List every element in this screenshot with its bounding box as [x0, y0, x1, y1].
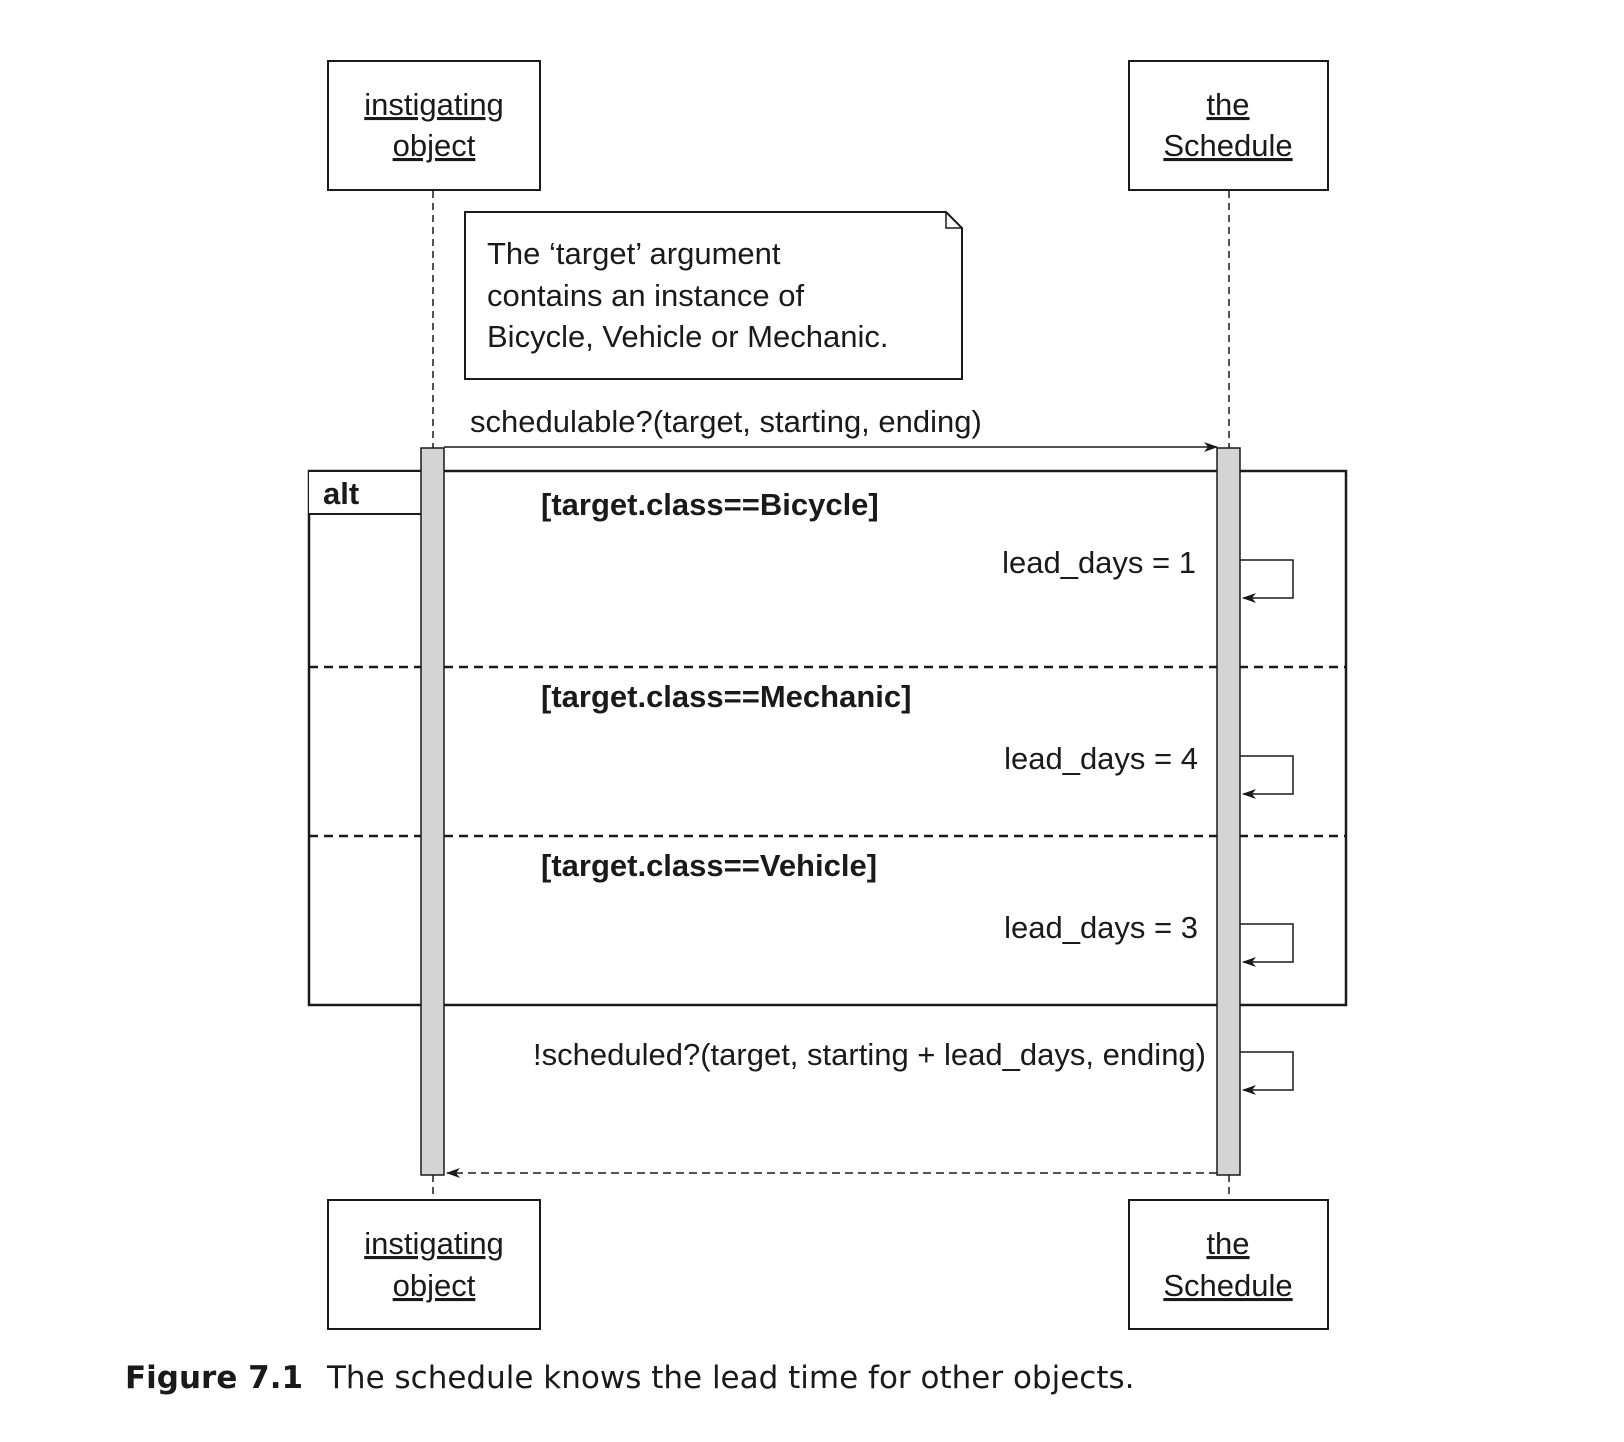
participant-name-line1: the: [1206, 87, 1249, 122]
message-label-lead-days: lead_days = 1: [1002, 545, 1196, 580]
guard-bicycle: [target.class==Bicycle]: [541, 487, 879, 522]
figure-number: Figure 7.1: [125, 1360, 303, 1396]
guard-vehicle: [target.class==Vehicle]: [541, 848, 877, 883]
self-message-arrow: [1240, 1051, 1294, 1095]
note-line: contains an instance of: [487, 278, 804, 313]
note-line: The ‘target’ argument: [487, 236, 781, 271]
participant-the-schedule-bottom: the Schedule: [1128, 1199, 1329, 1330]
message-label-scheduled: !scheduled?(target, starting + lead_days…: [533, 1037, 1206, 1072]
figure-caption: The schedule knows the lead time for oth…: [326, 1360, 1135, 1396]
note: The ‘target’ argument contains an instan…: [464, 211, 963, 380]
participant-instigating-object-top: instigating object: [327, 60, 541, 191]
guard-mechanic: [target.class==Mechanic]: [541, 679, 911, 714]
note-line: Bicycle, Vehicle or Mechanic.: [487, 319, 888, 354]
participant-instigating-object-bottom: instigating object: [327, 1199, 541, 1330]
participant-name-line1: the: [1206, 1226, 1249, 1261]
participant-name-line1: instigating: [364, 87, 504, 122]
message-label-lead-days: lead_days = 3: [1004, 910, 1198, 945]
participant-name-line2: Schedule: [1163, 128, 1292, 163]
alt-label: alt: [323, 476, 359, 511]
participant-name-line2: object: [393, 128, 476, 163]
message-label-lead-days: lead_days = 4: [1004, 741, 1198, 776]
alt-fragment: alt: [307, 469, 1348, 1007]
activation-bar-the-schedule: [1216, 447, 1241, 1176]
message-label-schedulable: schedulable?(target, starting, ending): [470, 404, 982, 439]
participant-the-schedule-top: the Schedule: [1128, 60, 1329, 191]
self-message-arrow: [1240, 923, 1294, 967]
self-message-arrow: [1240, 755, 1294, 799]
participant-name-line1: instigating: [364, 1226, 504, 1261]
participant-name-line2: object: [393, 1268, 476, 1303]
self-message-arrow: [1240, 559, 1294, 603]
participant-name-line2: Schedule: [1163, 1268, 1292, 1303]
activation-bar-instigating-object: [420, 447, 445, 1176]
